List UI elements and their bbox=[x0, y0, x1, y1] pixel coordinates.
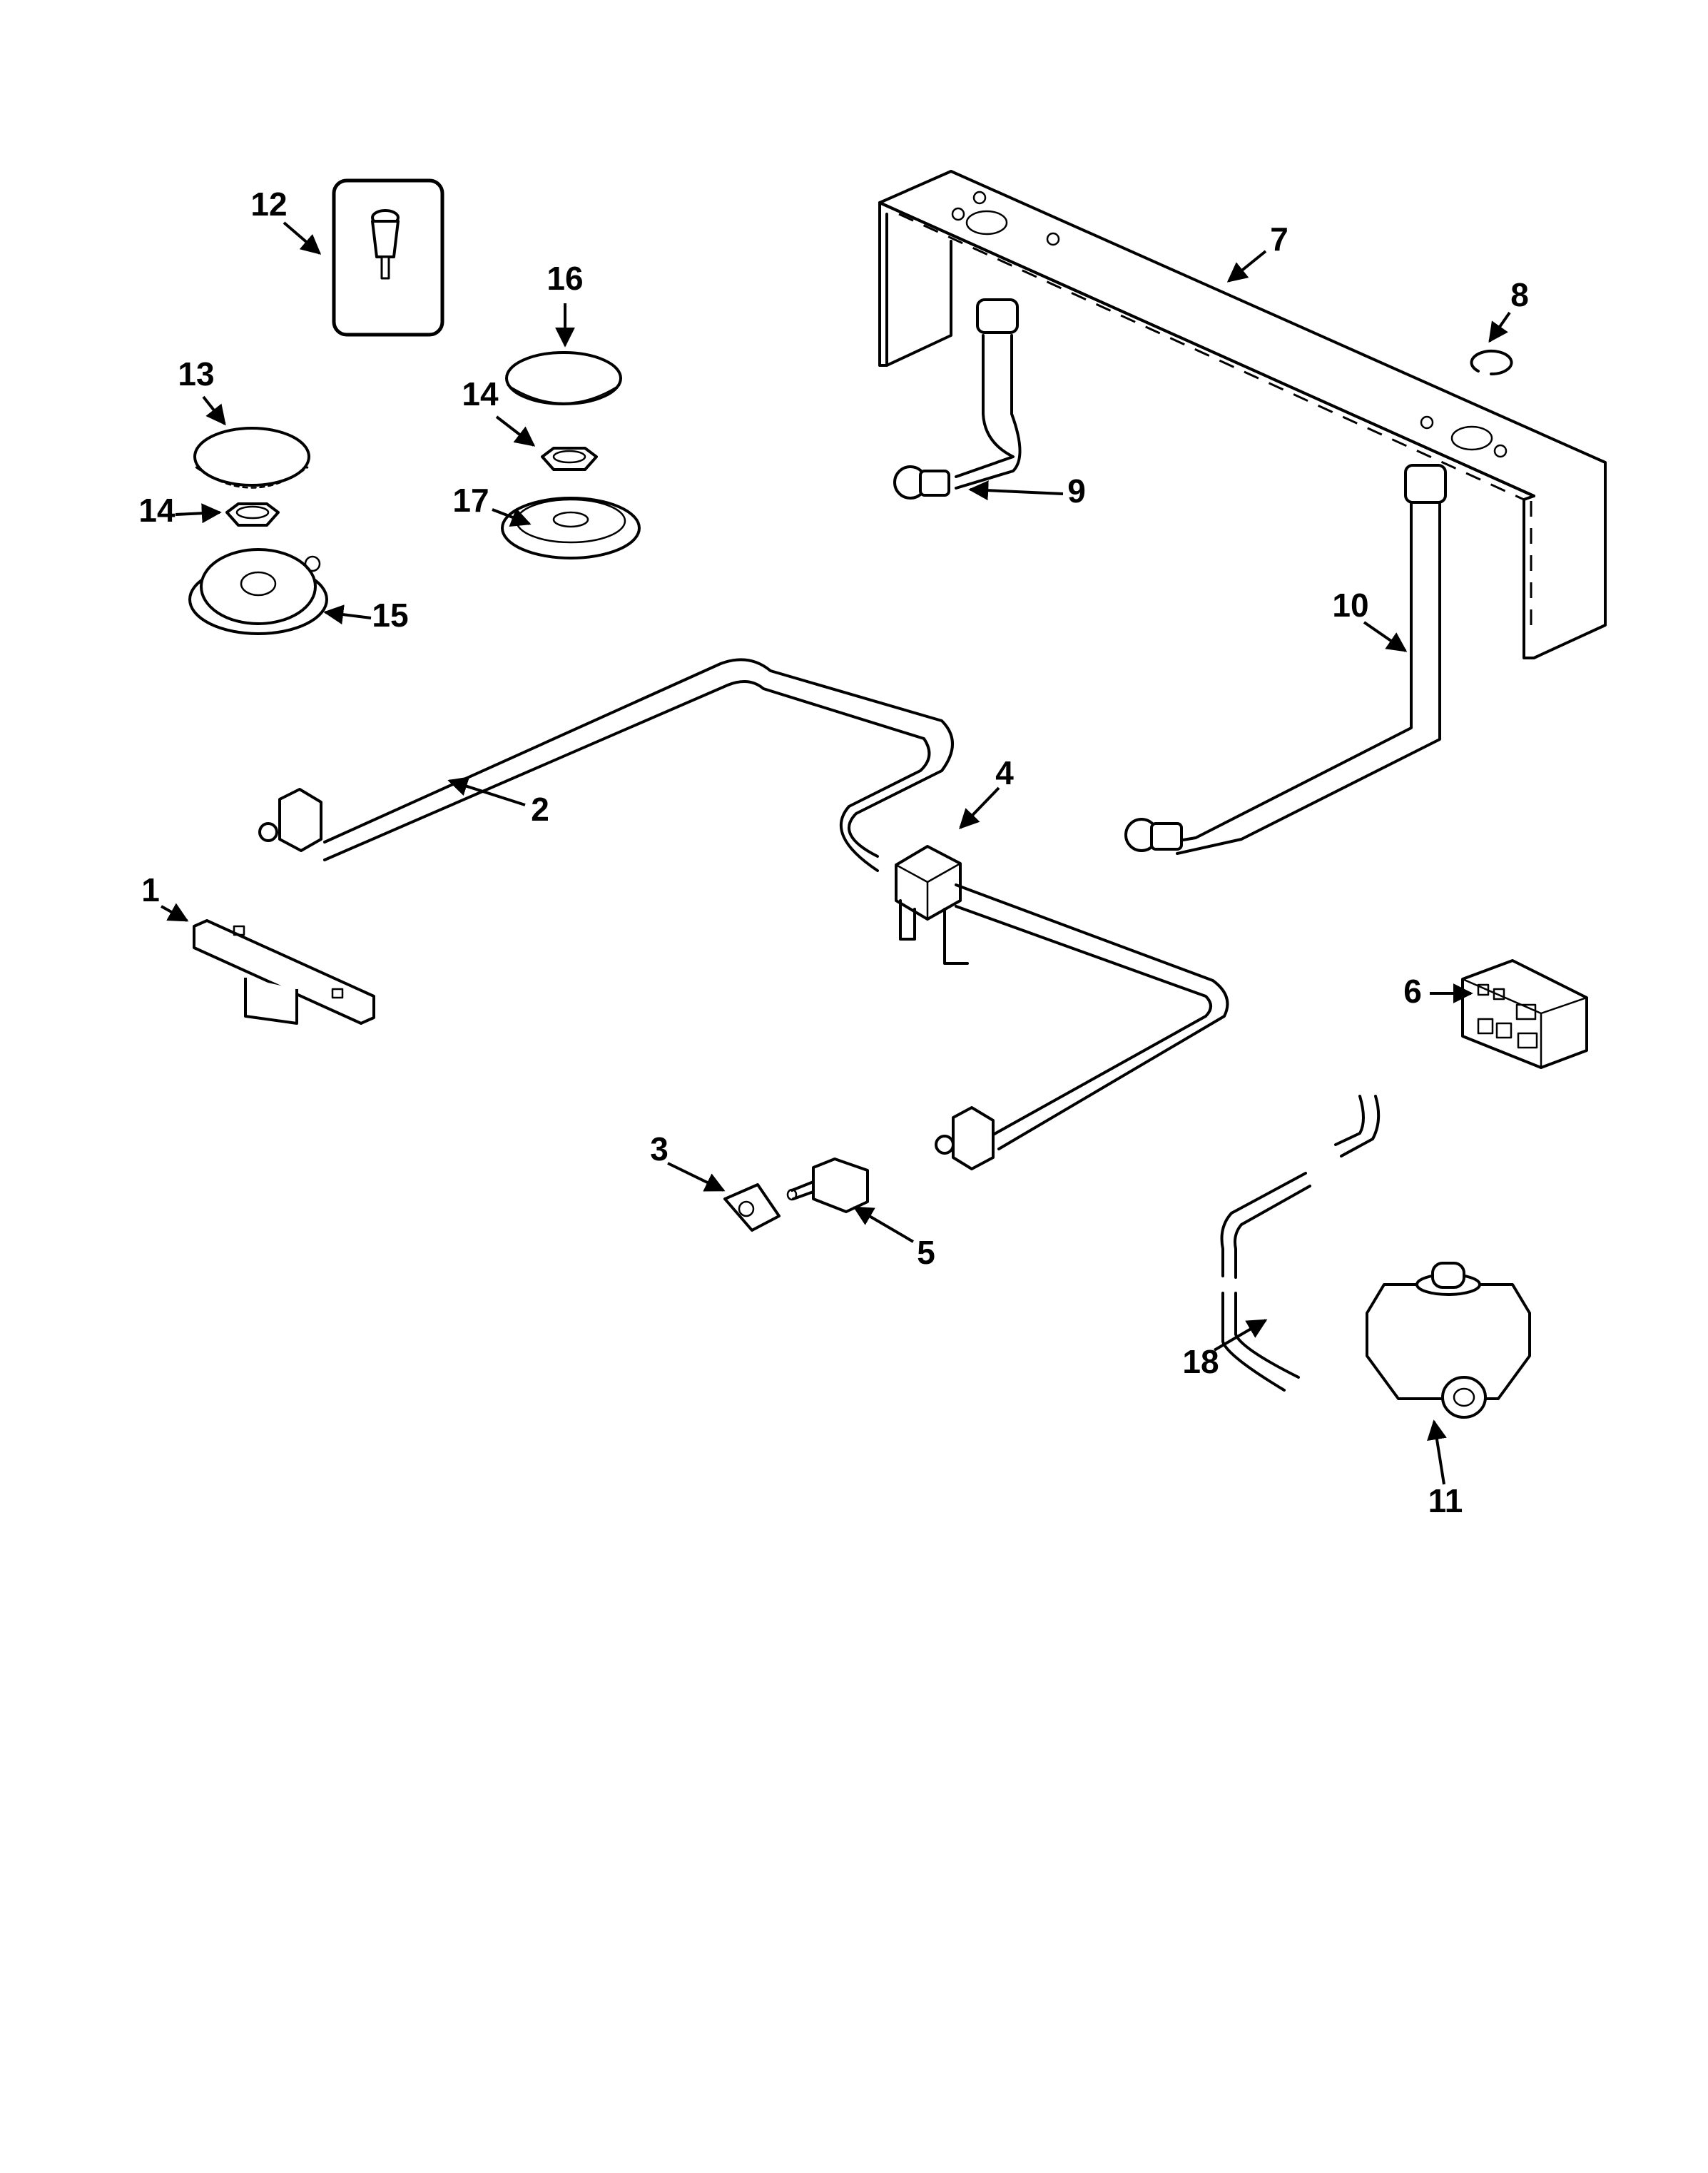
leader-12 bbox=[283, 221, 322, 255]
callout-8: 8 bbox=[1510, 276, 1529, 313]
leader-7 bbox=[1226, 250, 1267, 283]
callout-7: 7 bbox=[1270, 221, 1288, 258]
part-12-electrode-igniter[interactable] bbox=[332, 178, 444, 337]
leader-1 bbox=[161, 903, 189, 922]
callout-12: 12 bbox=[250, 186, 287, 223]
leader-14-left bbox=[175, 503, 222, 524]
leader-13 bbox=[202, 395, 226, 426]
leader-2 bbox=[447, 776, 526, 806]
leader-3 bbox=[667, 1162, 726, 1192]
part-1-burner-bracket[interactable] bbox=[193, 919, 375, 1025]
part-4-tube-clamp-bracket[interactable] bbox=[895, 845, 969, 965]
part-6-spark-module[interactable] bbox=[1461, 959, 1588, 1069]
part-16-burner-cap-small[interactable] bbox=[505, 351, 622, 405]
callout-1: 1 bbox=[141, 871, 160, 908]
callout-14-right: 14 bbox=[462, 375, 499, 412]
callout-labels: 12 16 13 14 14 17 15 7 8 9 10 2 4 1 6 3 … bbox=[138, 186, 1528, 1519]
part-8-retaining-ring[interactable] bbox=[1470, 350, 1513, 376]
part-14-burner-nut-right[interactable] bbox=[541, 447, 598, 471]
callout-14-left: 14 bbox=[138, 492, 176, 529]
part-9-gas-tube-short[interactable] bbox=[893, 298, 1022, 500]
lower-gas-tube[interactable] bbox=[935, 883, 1229, 1170]
part-2-gas-tube-left[interactable] bbox=[258, 658, 954, 872]
leader-4 bbox=[959, 786, 1000, 830]
leader-9 bbox=[968, 480, 1064, 501]
callout-13: 13 bbox=[178, 355, 214, 392]
part-14-burner-nut-left[interactable] bbox=[225, 502, 280, 527]
leader-10 bbox=[1363, 621, 1408, 652]
part-10-gas-tube-long[interactable] bbox=[1124, 464, 1447, 855]
callout-4: 4 bbox=[995, 754, 1014, 791]
callout-15: 15 bbox=[372, 597, 408, 634]
callout-9: 9 bbox=[1067, 472, 1086, 510]
leader-8 bbox=[1488, 311, 1511, 343]
callout-17: 17 bbox=[452, 482, 489, 519]
leader-18 bbox=[1213, 1319, 1268, 1352]
callout-10: 10 bbox=[1332, 587, 1368, 624]
callout-5: 5 bbox=[917, 1234, 935, 1271]
callout-16: 16 bbox=[547, 260, 583, 297]
leader-arrows bbox=[161, 221, 1511, 1485]
part-11-pressure-regulator[interactable] bbox=[1366, 1262, 1531, 1419]
callout-3: 3 bbox=[650, 1130, 669, 1167]
leader-5 bbox=[853, 1206, 915, 1243]
part-7-manifold-bracket[interactable] bbox=[878, 170, 1607, 659]
callout-2: 2 bbox=[531, 791, 549, 828]
leader-15 bbox=[323, 604, 372, 625]
callout-6: 6 bbox=[1403, 973, 1422, 1010]
leader-11 bbox=[1427, 1419, 1447, 1485]
part-5-igniter-switch[interactable] bbox=[786, 1158, 869, 1213]
part-17-burner-head-small[interactable] bbox=[501, 497, 641, 559]
part-15-burner-head-large[interactable] bbox=[188, 548, 328, 635]
callout-18: 18 bbox=[1182, 1343, 1219, 1380]
leader-17 bbox=[492, 507, 532, 527]
part-3-switch-clip[interactable] bbox=[723, 1183, 781, 1232]
part-13-burner-cap-large[interactable] bbox=[193, 427, 310, 489]
part-18-gas-tube-flexible[interactable] bbox=[1220, 1095, 1381, 1392]
leader-14-right bbox=[495, 415, 536, 447]
callout-11: 11 bbox=[1428, 1482, 1463, 1519]
